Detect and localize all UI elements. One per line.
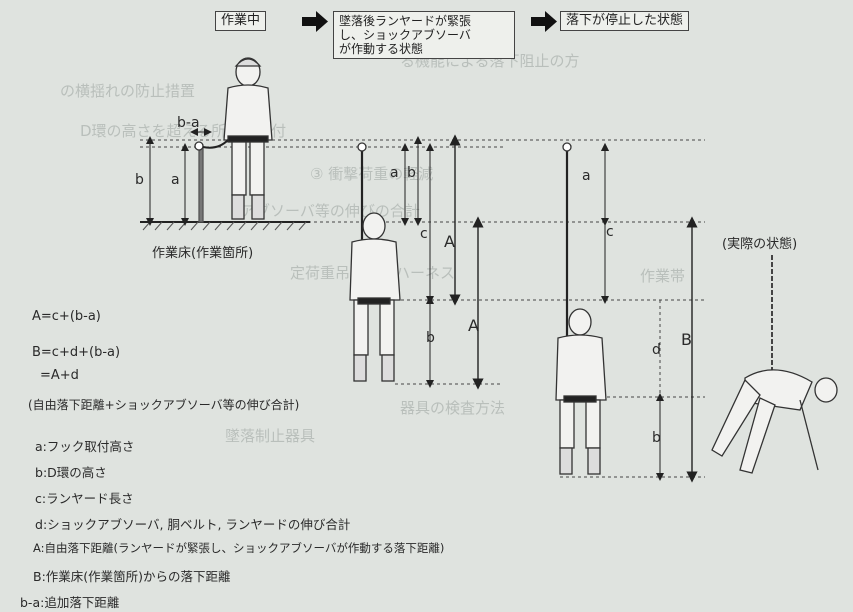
legend-item: a:フック取付高さ — [35, 436, 134, 455]
flow-step-tension-line1: 墜落後ランヤードが緊張 — [339, 14, 472, 28]
legend-key: d — [35, 517, 43, 532]
legend-key: A — [33, 541, 41, 555]
flow-step-tension-line2: し、ショックアブソーバ — [339, 28, 471, 42]
legend-item: d:ショックアブソーバ, 胴ベルト, ランヤードの伸び合計 — [35, 514, 350, 533]
legend-key: B — [33, 569, 42, 584]
label-A: A — [444, 232, 455, 251]
bg-text: 器具の検査方法 — [400, 399, 506, 417]
legend-text: :ランヤード長さ — [41, 491, 134, 506]
bg-text: 墜落制止器具 — [225, 427, 316, 445]
label-b: b — [426, 330, 435, 346]
legend-key: b-a — [20, 595, 41, 610]
legend-text: :作業床(作業箇所)からの落下距離 — [41, 569, 231, 584]
label-c: c — [606, 224, 614, 240]
legend-item: B:作業床(作業箇所)からの落下距離 — [33, 566, 231, 585]
work-floor — [140, 221, 310, 231]
legend-item: A:自由落下距離(ランヤードが緊張し、ショックアブソーバが作動する落下距離) — [33, 540, 444, 556]
label-ba: b-a — [177, 115, 200, 131]
dimension-arrows — [146, 128, 698, 483]
label-b: b — [652, 430, 661, 446]
floor-caption: 作業床(作業箇所) — [152, 246, 254, 261]
label-b: b — [135, 172, 144, 188]
label-A: A — [468, 316, 479, 335]
reference-lines — [140, 139, 705, 478]
bg-text: の横揺れの防止措置 — [60, 82, 196, 100]
legend-item: b-a:追加落下距離 — [20, 592, 119, 611]
legend-key: b — [35, 465, 43, 480]
formula-A: A=c+(b-a) — [32, 309, 101, 324]
flow-step-working: 作業中 — [215, 11, 267, 31]
legend-key: c — [35, 491, 42, 506]
flow-step-tension: 墜落後ランヤードが緊張 し、ショックアブソーバ が作動する状態 — [333, 11, 515, 59]
formula-B: B=c+d+(b-a) — [32, 345, 121, 360]
legend-item: b:D環の高さ — [35, 462, 107, 481]
worker-arrested — [555, 142, 607, 475]
actual-state-caption: (実際の状態) — [722, 237, 798, 252]
label-a: a — [390, 165, 399, 181]
formula-B-simplified: =A+d — [40, 368, 79, 383]
flow-arrow — [302, 11, 328, 32]
legend-text: :ショックアブソーバ, 胴ベルト, ランヤードの伸び合計 — [42, 517, 351, 532]
flow-step-stopped: 落下が停止した状態 — [560, 11, 690, 31]
flow-arrow — [531, 11, 557, 32]
label-c: c — [420, 226, 428, 242]
legend-text: :自由落下距離(ランヤードが緊張し、ショックアブソーバが作動する落下距離) — [40, 541, 445, 555]
worker-tension — [349, 142, 401, 382]
legend-key: a — [35, 439, 43, 454]
formula-B-note: (自由落下距離+ショックアブソーバ等の伸び合計) — [28, 398, 300, 412]
flow-step-tension-line3: が作動する状態 — [339, 42, 424, 56]
legend-text: :D環の高さ — [42, 465, 107, 480]
legend-item: c:ランヤード長さ — [35, 488, 134, 507]
worker-standing — [194, 57, 273, 223]
label-b: b — [407, 165, 416, 181]
label-a: a — [582, 168, 591, 184]
label-B: B — [681, 330, 692, 349]
legend-text: :フック取付高さ — [42, 439, 135, 454]
worker-actual — [711, 255, 838, 474]
label-d: d — [652, 342, 661, 358]
label-a: a — [171, 172, 180, 188]
bg-text: 作業帯 — [640, 267, 686, 285]
legend-text: :追加落下距離 — [40, 595, 120, 610]
